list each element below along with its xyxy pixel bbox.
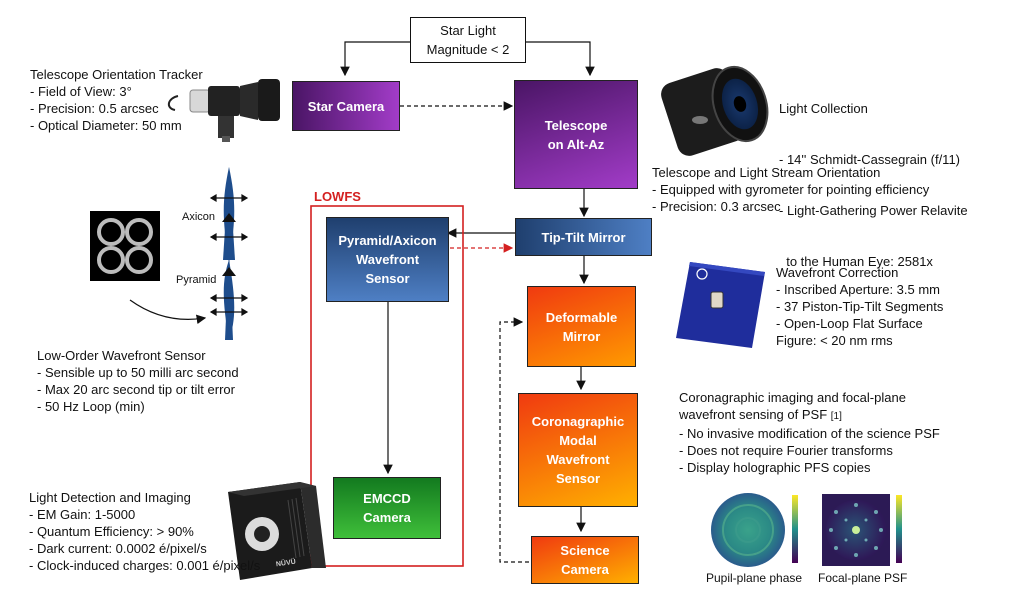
- telescope-box: Telescope on Alt-Az: [514, 80, 638, 189]
- low-order-item: - Sensible up to 50 milli arc second: [37, 365, 239, 380]
- coronagraphic-item: - No invasive modification of the scienc…: [679, 426, 940, 441]
- wavefront-correction-text: Wavefront Correction - Inscribed Apertur…: [776, 264, 943, 349]
- wavefront-correction-item: - 37 Piston-Tip-Tilt Segments: [776, 299, 944, 314]
- orientation-item: - Precision: 0.3 arcsec: [652, 199, 781, 214]
- finder-scope-icon: [167, 79, 280, 142]
- connectors: [340, 41, 595, 563]
- light-collection-item: - Light-Gathering Power Relavite: [779, 203, 968, 218]
- coronagraphic-item: - Display holographic PFS copies: [679, 460, 871, 475]
- arrow-starlight-to-telescope: [526, 41, 595, 77]
- focal-plane-image: [822, 494, 902, 566]
- tracker-title: Telescope Orientation Tracker: [30, 67, 203, 82]
- deformable-mirror-box: Deformable Mirror: [527, 286, 636, 367]
- pyramid-sensor-image: [90, 211, 160, 281]
- tracker-item: - Optical Diameter: 50 mm: [30, 118, 182, 133]
- detection-item: - Quantum Efficiency: > 90%: [29, 524, 194, 539]
- pupil-plane-caption: Pupil-plane phase: [706, 571, 803, 585]
- low-order-text: Low-Order Wavefront Sensor - Sensible up…: [37, 347, 239, 415]
- coronagraphic-item: - Does not require Fourier transforms: [679, 443, 893, 458]
- tracker-text: Telescope Orientation Tracker - Field of…: [30, 66, 203, 134]
- detection-item: - Dark current: 0.0002 é/pixel/s: [29, 541, 207, 556]
- pupil-plane-image: [711, 493, 798, 567]
- orientation-title: Telescope and Light Stream Orientation: [652, 165, 881, 180]
- lowfs-label: LOWFS: [314, 189, 361, 204]
- wavefront-correction-item: - Inscribed Aperture: 3.5 mm: [776, 282, 941, 297]
- light-collection-text: Light Collection - 14'' Schmidt-Cassegra…: [779, 66, 968, 287]
- low-order-item: - 50 Hz Loop (min): [37, 399, 145, 414]
- telescope-icon: [661, 65, 769, 156]
- lowfs-frame: [310, 205, 464, 567]
- star-light-box: Star Light Magnitude < 2: [410, 17, 526, 63]
- tracker-item: - Field of View: 3°: [30, 84, 132, 99]
- wavefront-correction-item: Figure: < 20 nm rms: [776, 333, 893, 348]
- coronagraphic-title-line2: wavefront sensing of PSF [1]: [679, 407, 842, 422]
- emccd-camera-icon: [228, 482, 326, 580]
- detection-item: - Clock-induced charges: 0.001 é/pixel/s: [29, 558, 261, 573]
- wavefront-correction-title: Wavefront Correction: [776, 265, 899, 280]
- pyramid-sensor-box: Pyramid/Axicon Wavefront Sensor: [326, 217, 449, 302]
- light-collection-item: - 14'' Schmidt-Cassegrain (f/11): [779, 152, 961, 167]
- arrow-science-to-deformable: [499, 317, 529, 563]
- detection-text: Light Detection and Imaging - EM Gain: 1…: [29, 489, 260, 574]
- tracker-item: - Precision: 0.5 arcsec: [30, 101, 159, 116]
- pyramid-label: Pyramid: [176, 274, 217, 286]
- optics-column-icon: [129, 167, 249, 340]
- reference-marker: [1]: [830, 411, 842, 422]
- arrow-starlight-to-starcamera: [340, 41, 410, 77]
- tip-tilt-mirror-box: Tip-Tilt Mirror: [515, 218, 652, 256]
- science-camera-box: Science Camera: [531, 536, 639, 584]
- low-order-title: Low-Order Wavefront Sensor: [37, 348, 206, 363]
- coronagraphic-text: Coronagraphic imaging and focal-plane wa…: [679, 389, 940, 476]
- wavefront-correction-item: - Open-Loop Flat Surface: [776, 316, 923, 331]
- detection-title: Light Detection and Imaging: [29, 490, 191, 505]
- coronagraphic-sensor-box: Coronagraphic Modal Wavefront Sensor: [518, 393, 638, 507]
- light-collection-item: to the Human Eye: 2581x: [779, 254, 933, 269]
- coronagraphic-title: Coronagraphic imaging and focal-plane: [679, 390, 906, 405]
- detection-item: - EM Gain: 1-5000: [29, 507, 136, 522]
- emccd-camera-box: EMCCD Camera: [333, 477, 441, 539]
- low-order-item: - Max 20 arc second tip or tilt error: [37, 382, 235, 397]
- star-camera-box: Star Camera: [292, 81, 400, 131]
- axicon-label: Axicon: [182, 211, 216, 223]
- orientation-item: - Equipped with gyrometer for pointing e…: [652, 182, 930, 197]
- orientation-text: Telescope and Light Stream Orientation -…: [652, 164, 929, 215]
- focal-plane-caption: Focal-plane PSF: [818, 571, 908, 585]
- deformable-mirror-icon: [676, 262, 765, 348]
- light-collection-title: Light Collection: [779, 101, 868, 116]
